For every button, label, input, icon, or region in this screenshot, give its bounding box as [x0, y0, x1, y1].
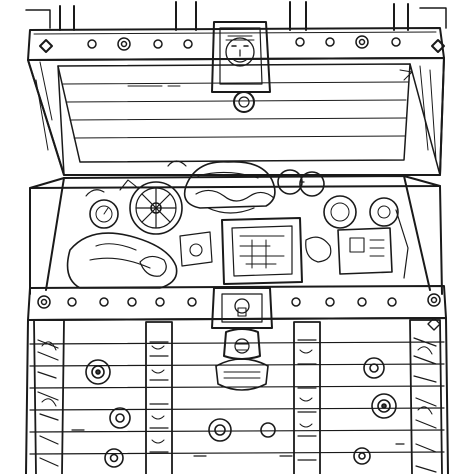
chest-main-lock — [211, 287, 273, 391]
body-medallions — [71, 357, 405, 468]
body-studs — [37, 293, 441, 309]
lid-lock-plate — [211, 21, 271, 113]
treasure-pile — [29, 160, 443, 295]
chest-body — [25, 285, 449, 474]
lid-studs — [87, 35, 401, 51]
chest-lid — [25, 1, 447, 176]
vertical-straps — [33, 317, 443, 474]
